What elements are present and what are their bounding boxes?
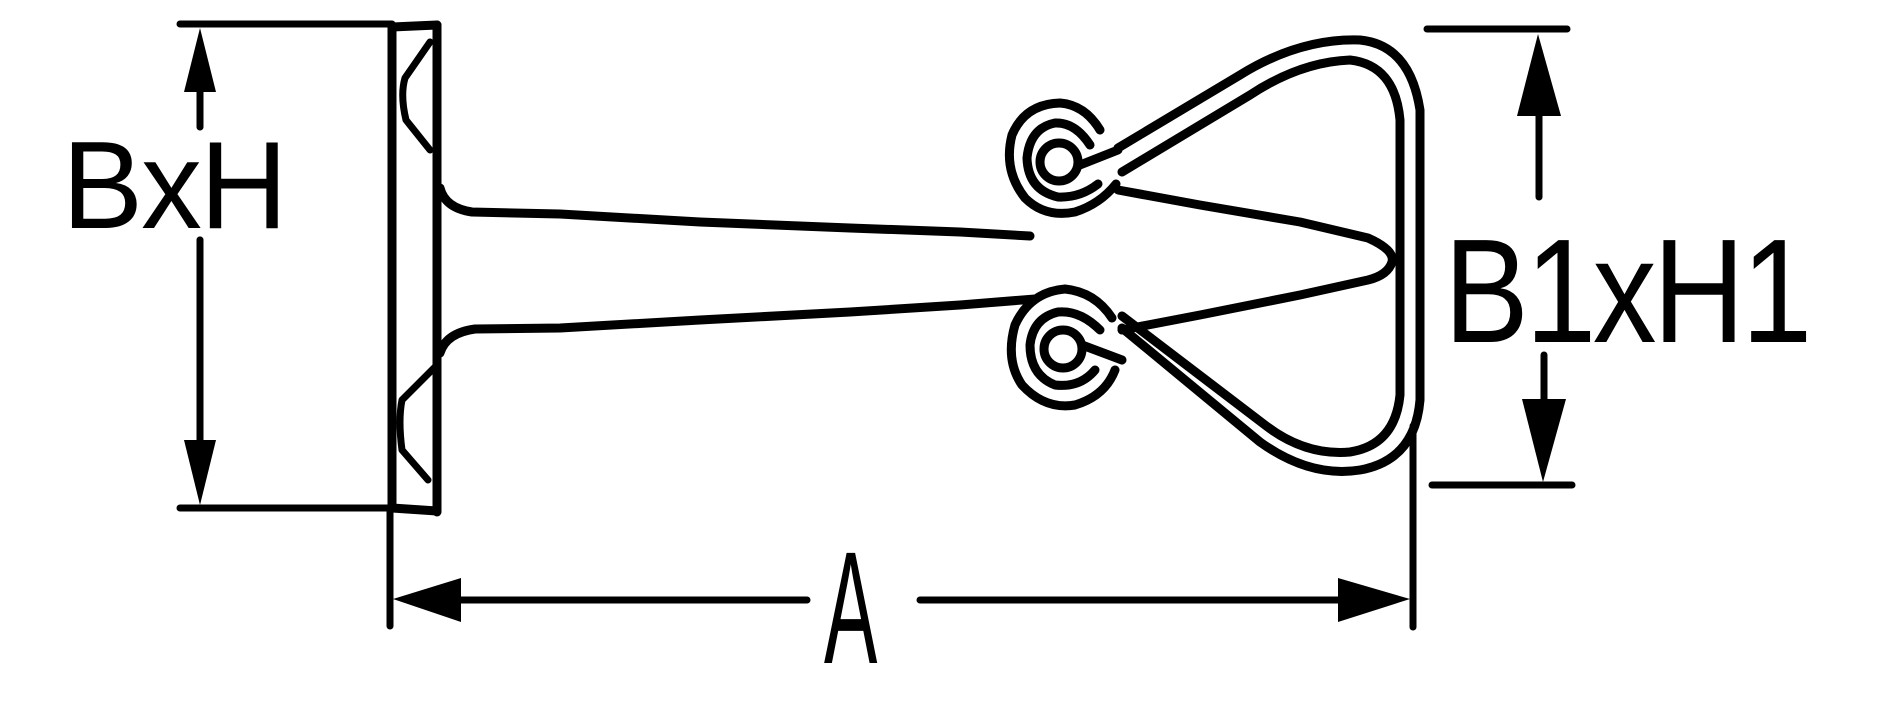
arrow-down-icon — [184, 440, 216, 505]
wing-loop — [1113, 35, 1425, 476]
arrow-right-icon — [1338, 578, 1410, 622]
arrow-up-icon — [1517, 34, 1561, 116]
stem — [435, 183, 1040, 358]
arrow-left-icon — [393, 578, 461, 622]
dimension-label-b1xh1: B1xH1 — [1444, 209, 1812, 374]
arrow-down-icon — [1522, 399, 1566, 482]
dimension-bxh — [176, 20, 396, 512]
dimension-b1xh1 — [1423, 25, 1576, 489]
dimension-label-a: A — [824, 518, 877, 697]
dimension-label-bxh: BxH — [62, 117, 288, 255]
lower-curl-loop — [1006, 284, 1127, 411]
dimension-a — [386, 422, 1417, 631]
upper-curl-loop — [1004, 98, 1123, 218]
flange-plate — [387, 20, 442, 517]
arrow-up-icon — [184, 28, 216, 92]
